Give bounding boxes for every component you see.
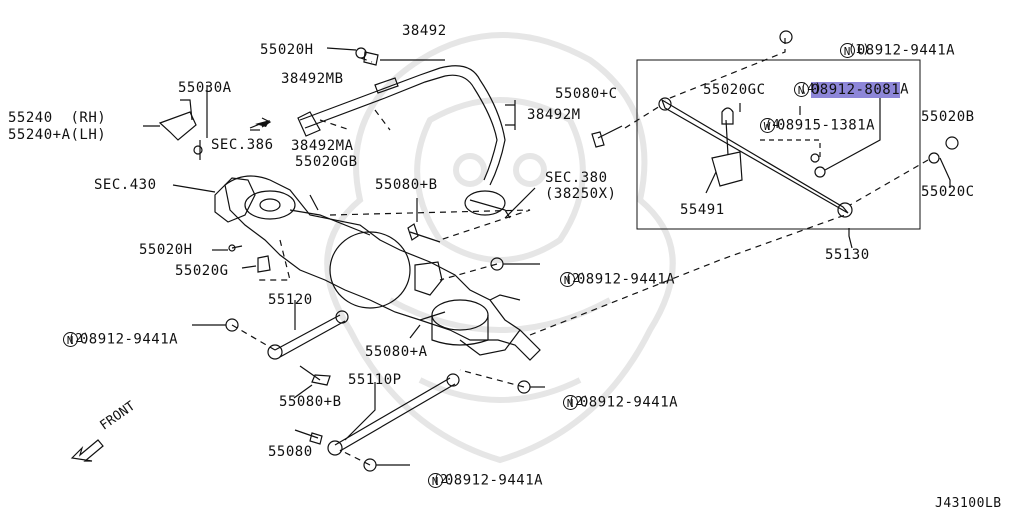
qty-label: (1) [848,42,870,56]
sec386-arrow [255,120,270,127]
nut-part: 08912-9441A [856,42,956,59]
callout-55080B-top[interactable]: 55080+B [375,177,438,193]
callout-38250X[interactable]: (38250X) [545,186,617,202]
inset-frame [636,59,921,230]
callout-55080B-bot[interactable]: 55080+B [279,394,342,410]
callout-55020GC[interactable]: 55020GC [703,82,766,98]
line-art [70,30,959,472]
nut-part: 08912-9441A [579,394,679,411]
callout-55110P[interactable]: 55110P [348,372,402,388]
qty-label: (2) [433,472,455,486]
nut-symbol-icon: N [793,82,809,97]
callout-38492MB[interactable]: 38492MB [281,71,344,87]
nut-symbol-icon: N [839,43,855,58]
highlighted-part-number: 08912-8081 [810,81,901,98]
washer-part: 08915-1381A [776,117,876,134]
callout-55020GB[interactable]: 55020GB [295,154,358,170]
nut-symbol-icon: N [62,332,78,347]
callout-38492MA[interactable]: 38492MA [291,138,354,154]
callout-sec380[interactable]: SEC.380 [545,170,608,186]
callout-55130[interactable]: 55130 [825,247,870,263]
callout-sec430[interactable]: SEC.430 [94,177,157,193]
callout-38492[interactable]: 38492 [402,23,447,39]
watermark-emblem [324,32,676,464]
callout-55020C[interactable]: 55020C [921,184,975,200]
callout-55240A[interactable]: 55240+A(LH) [8,127,107,143]
callout-sec386[interactable]: SEC.386 [211,137,274,153]
callout-55080C[interactable]: 55080+C [555,86,618,102]
qty-label: (4) [765,117,787,131]
nut-part: 08912-9441A [79,331,179,348]
nut-symbol-icon: N [427,473,443,488]
nut-part: 08912-9441A [444,472,544,489]
callout-55020G[interactable]: 55020G [175,263,229,279]
callout-55080A[interactable]: 55080+A [365,344,428,360]
diagram-id: J43100LB [935,496,1002,511]
callout-55020H-top[interactable]: 55020H [260,42,314,58]
callout-55491[interactable]: 55491 [680,202,725,218]
qty-label: (2) [568,394,590,408]
qty-label: (4) [800,81,822,95]
qty-label: (2) [565,271,587,285]
nut-symbol-icon: N [562,395,578,410]
nut-symbol-icon: N [559,272,575,287]
callout-55020H-mid[interactable]: 55020H [139,242,193,258]
part-suffix: A [900,81,910,98]
nut-part: 08912-9441A [576,271,676,288]
washer-symbol-icon: W [759,118,775,133]
callout-55030A[interactable]: 55030A [178,80,232,96]
callout-55080[interactable]: 55080 [268,444,313,460]
callout-55120[interactable]: 55120 [268,292,313,308]
qty-label: (2) [68,331,90,345]
callout-55240[interactable]: 55240 (RH) [8,110,107,126]
callout-55020B[interactable]: 55020B [921,109,975,125]
callout-38492M[interactable]: 38492M [527,107,581,123]
